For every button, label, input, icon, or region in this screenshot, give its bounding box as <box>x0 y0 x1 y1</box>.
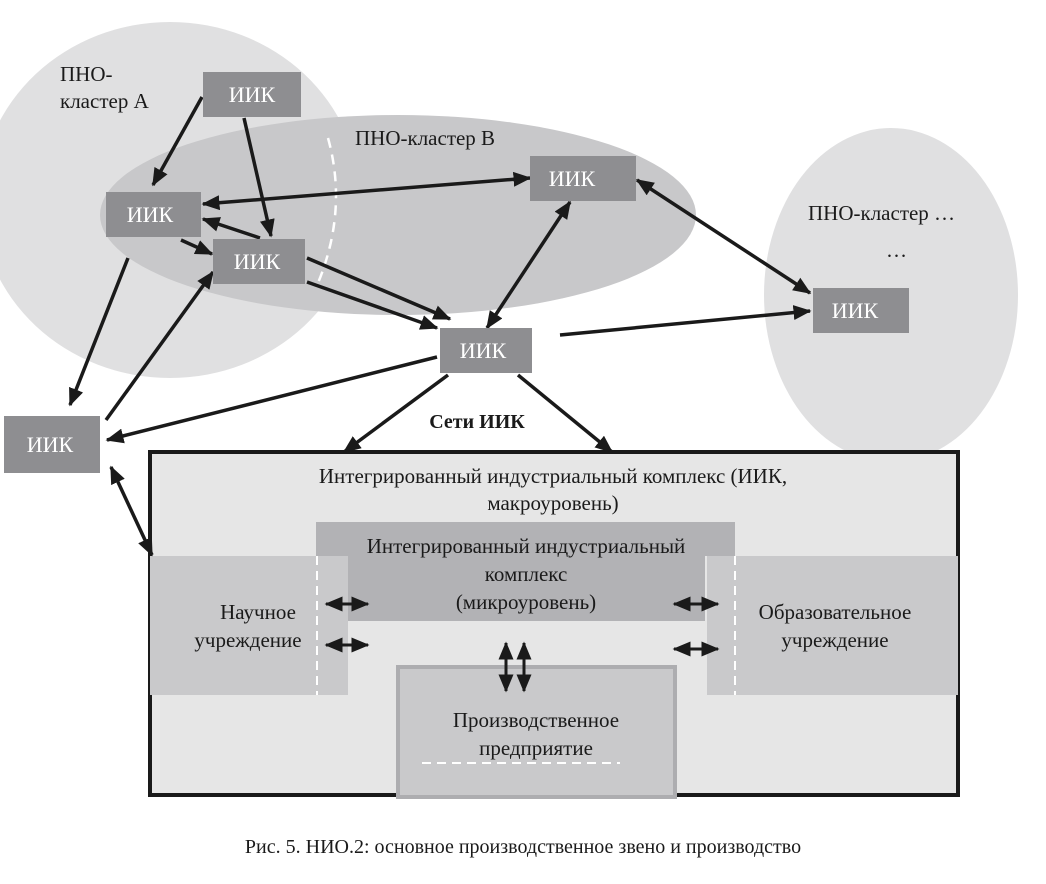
science-label-2: учреждение <box>194 628 301 652</box>
arrow-center-to-left <box>105 355 438 444</box>
cluster-etc-ellipsis: … <box>886 238 907 262</box>
arrow-b-right-center <box>485 200 572 330</box>
figure-caption: Рис. 5. НИО.2: основное производственное… <box>244 836 802 858</box>
arrow-center-to-etc <box>559 305 812 337</box>
node-box <box>106 192 201 237</box>
arrow-b-right-etc <box>635 178 812 295</box>
node-etc: ИИК <box>813 288 909 333</box>
node-center: ИИК <box>440 328 532 373</box>
node-box <box>4 416 100 473</box>
node-left: ИИК <box>4 416 100 473</box>
node-box <box>440 328 532 373</box>
cluster-a-label-2: кластер А <box>60 89 150 113</box>
cluster-boundary-dashed <box>316 137 338 284</box>
node-label: ИИК <box>234 249 281 274</box>
micro-box-top <box>316 522 735 556</box>
micro-label-2: комплекс <box>485 562 568 586</box>
arrow-a-left-to-left <box>68 257 130 407</box>
macro-title-1: Интегрированный индустриальный комплекс … <box>319 464 787 488</box>
node-box <box>213 239 305 284</box>
node-label: ИИК <box>832 298 879 323</box>
macro-title-2: макроуровень) <box>487 491 618 515</box>
network-arrows <box>68 96 812 557</box>
cluster-b-label: ПНО-кластер В <box>355 126 495 150</box>
node-a-top: ИИК <box>203 72 301 117</box>
node-b-right: ИИК <box>530 156 636 201</box>
arrow-center-to-macro-right <box>516 373 614 454</box>
arrow-a-mid-to-center-2 <box>306 280 439 330</box>
network-label: Сети ИИК <box>429 411 525 433</box>
arrow-a-left-b-right <box>201 171 532 211</box>
arrow-a-top-to-a-left <box>151 96 204 187</box>
arrow-a-mid-to-a-left <box>201 217 261 240</box>
arrow-center-to-macro-left <box>342 373 450 454</box>
production-label-1: Производственное <box>453 708 619 732</box>
micro-label-3: (микроуровень) <box>456 590 596 614</box>
inner-arrows <box>324 596 720 693</box>
education-label-1: Образовательное <box>759 600 912 624</box>
production-box <box>396 665 677 799</box>
node-label: ИИК <box>549 166 596 191</box>
science-box <box>150 556 348 695</box>
node-label: ИИК <box>229 82 276 107</box>
arrow-a-left-to-a-mid <box>180 238 214 256</box>
node-label: ИИК <box>127 202 174 227</box>
node-a-left: ИИК <box>106 192 201 237</box>
education-box <box>707 556 958 695</box>
cluster-a-label-1: ПНО- <box>60 62 113 86</box>
education-label-2: учреждение <box>781 628 888 652</box>
micro-box-body <box>347 556 705 621</box>
science-label-1: Научное <box>220 600 296 624</box>
node-a-mid: ИИК <box>213 239 305 284</box>
arrow-left-macro <box>109 465 154 557</box>
cluster-etc-label: ПНО-кластер … <box>808 201 955 225</box>
node-box <box>530 156 636 201</box>
arrow-left-to-a-mid <box>104 270 215 422</box>
micro-label-1: Интегрированный индустриальный <box>367 534 686 558</box>
node-label: ИИК <box>460 338 507 363</box>
node-label: ИИК <box>27 432 74 457</box>
node-box <box>813 288 909 333</box>
arrow-a-mid-to-center-1 <box>306 256 452 321</box>
node-box <box>203 72 301 117</box>
production-label-2: предприятие <box>479 736 593 760</box>
